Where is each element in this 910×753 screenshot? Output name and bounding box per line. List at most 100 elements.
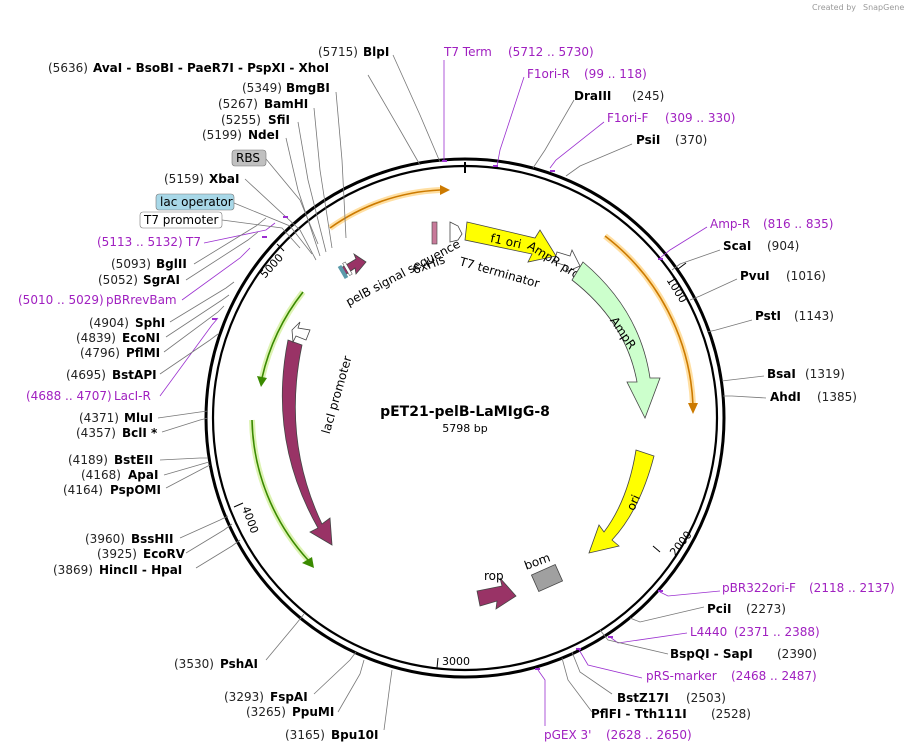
site-pflfi-tth111i-name: PflFI - Tth111I <box>591 707 687 721</box>
primer-f1orir-pos: (99 .. 118) <box>584 67 647 81</box>
site-mlui-pos: (4371) <box>79 411 119 425</box>
site-bglii-pos: (5093) <box>111 257 151 271</box>
site-pspomi-name: PspOMI <box>110 483 161 497</box>
site-apai-name: ApaI <box>128 468 158 482</box>
primer-f1orir-name: F1ori-R <box>527 67 570 81</box>
site-sfii-name: SfiI <box>268 113 290 127</box>
site-bcli-pos: (4357) <box>76 426 116 440</box>
lac-operator-label: lac operator <box>160 195 233 209</box>
site-bspqi-sapi-pos: (2390) <box>777 647 817 661</box>
ampr-arrow <box>571 261 661 419</box>
site-bamhi-pos: (5267) <box>218 97 258 111</box>
lac-operator-box <box>155 193 235 211</box>
primer-pbr322orif-name: pBR322ori-F <box>722 581 796 595</box>
site-ecorv-name: EcoRV <box>143 547 186 561</box>
site-bpu10i-name: Bpu10I <box>331 728 378 742</box>
site-xbai-pos: (5159) <box>164 172 204 186</box>
primer-prsmarker-pos: (2468 .. 2487) <box>731 669 817 683</box>
ori-label: ori <box>624 493 643 513</box>
site-bsteii-name: BstEII <box>114 453 153 467</box>
site-bspqi-sapi-name: BspQI - SapI <box>670 647 753 661</box>
site-pshai-pos: (3530) <box>174 657 214 671</box>
site-ecorv-pos: (3925) <box>97 547 137 561</box>
primer-f1orif-name: F1ori-F <box>607 111 648 125</box>
site-ndei-pos: (5199) <box>202 128 242 142</box>
laci-promoter-arrow <box>291 321 311 344</box>
site-pvui-pos: (1016) <box>786 269 826 283</box>
tick-4000: 4000 <box>239 505 261 536</box>
primer-l4440-pos: (2371 .. 2388) <box>734 625 820 639</box>
insert-cluster <box>337 221 463 280</box>
primer-labels: T7 Term (5712 .. 5730) F1ori-R (99 .. 11… <box>18 45 895 742</box>
primer-pbrrevbam-name: pBRrevBam <box>106 293 177 307</box>
rbs-mark <box>342 261 353 276</box>
primer-lacir-pos: (4688 .. 4707) <box>26 389 112 403</box>
site-psti-name: PstI <box>755 309 781 323</box>
site-bstz17i-name: BstZ17I <box>617 691 669 705</box>
primer-ampr-pos: (816 .. 835) <box>763 217 833 231</box>
laci-arrow <box>281 339 333 546</box>
site-fspai-pos: (3293) <box>224 690 264 704</box>
site-pcii-name: PciI <box>707 602 732 616</box>
primer-t7term-pos: (5712 .. 5730) <box>508 45 594 59</box>
scale-ticks <box>233 243 687 669</box>
site-bstapi-pos: (4695) <box>66 368 106 382</box>
site-sgrai-name: SgrAI <box>143 273 180 287</box>
site-sphi-name: SphI <box>135 316 165 330</box>
primer-marks <box>212 160 663 670</box>
primer-lacir-name: LacI-R <box>114 389 151 403</box>
green-arc-2 <box>251 419 309 561</box>
primer-prsmarker-name: pRS-marker <box>646 669 717 683</box>
site-bpu10i-pos: (3165) <box>285 728 325 742</box>
primer-pgex3-name: pGEX 3' <box>544 728 591 742</box>
ori-arrow <box>588 449 655 554</box>
backbone-outer <box>204 157 726 679</box>
rbs-box <box>231 149 267 167</box>
site-xhoi-name: AvaI - BsoBI - PaeR7I - PspXI - XhoI <box>93 61 329 75</box>
site-ppumi-pos: (3265) <box>246 705 286 719</box>
site-scai-name: ScaI <box>723 239 751 253</box>
orange-arc-top-head <box>440 185 450 195</box>
orange-arc-right <box>604 235 694 406</box>
site-ahdi-name: AhdI <box>770 390 801 404</box>
site-bmgbi-name: BmgBI <box>286 81 330 95</box>
right-enzyme-labels: DraIII (245) PsiI (370) ScaI (904) PvuI … <box>532 89 857 721</box>
orange-arc-top <box>329 189 441 229</box>
green-arc-2-head <box>302 557 314 568</box>
site-pcii-pos: (2273) <box>746 602 786 616</box>
site-bsshii-name: BssHII <box>131 532 173 546</box>
site-xbai-name: XbaI <box>209 172 239 186</box>
site-hpai-pos: (3869) <box>53 563 93 577</box>
site-psti-pos: (1143) <box>794 309 834 323</box>
site-bsteii-pos: (4189) <box>68 453 108 467</box>
site-draiii-pos: (245) <box>632 89 664 103</box>
site-ppumi-name: PpuMI <box>292 705 334 719</box>
site-bstapi-name: BstAPI <box>112 368 157 382</box>
site-pvui-name: PvuI <box>740 269 770 283</box>
site-ndei-name: NdeI <box>248 128 279 142</box>
laci-label: lacI <box>259 426 276 449</box>
site-bsshii-pos: (3960) <box>85 532 125 546</box>
primer-pbr322orif-pos: (2118 .. 2137) <box>809 581 895 595</box>
site-xhoi-pos: (5636) <box>48 61 88 75</box>
site-blpi-name: BlpI <box>363 45 389 59</box>
t7-terminator-mark <box>449 221 463 243</box>
lac-operator-mark <box>337 264 349 280</box>
site-econi-pos: (4839) <box>76 331 116 345</box>
primer-pbrrevbam-pos: (5010 .. 5029) <box>18 293 104 307</box>
t7-promoter-box <box>139 211 223 229</box>
site-sfii-pos: (5255) <box>221 113 261 127</box>
site-hpai-name: HincII - HpaI <box>99 563 182 577</box>
site-pflmi-pos: (4796) <box>80 346 120 360</box>
rop-label: rop <box>484 569 504 583</box>
site-bglii-name: BglII <box>156 257 187 271</box>
t7-terminator-label: T7 terminator <box>457 254 541 291</box>
site-bsai-pos: (1319) <box>805 367 845 381</box>
site-mlui-name: MluI <box>124 411 153 425</box>
site-bcli-name: BclI * <box>122 426 158 440</box>
site-pshai-name: PshAI <box>220 657 258 671</box>
his-tag-box <box>431 221 438 245</box>
site-sphi-pos: (4904) <box>89 316 129 330</box>
site-bsai-name: BsaI <box>767 367 796 381</box>
rbs-label: RBS <box>236 151 260 165</box>
